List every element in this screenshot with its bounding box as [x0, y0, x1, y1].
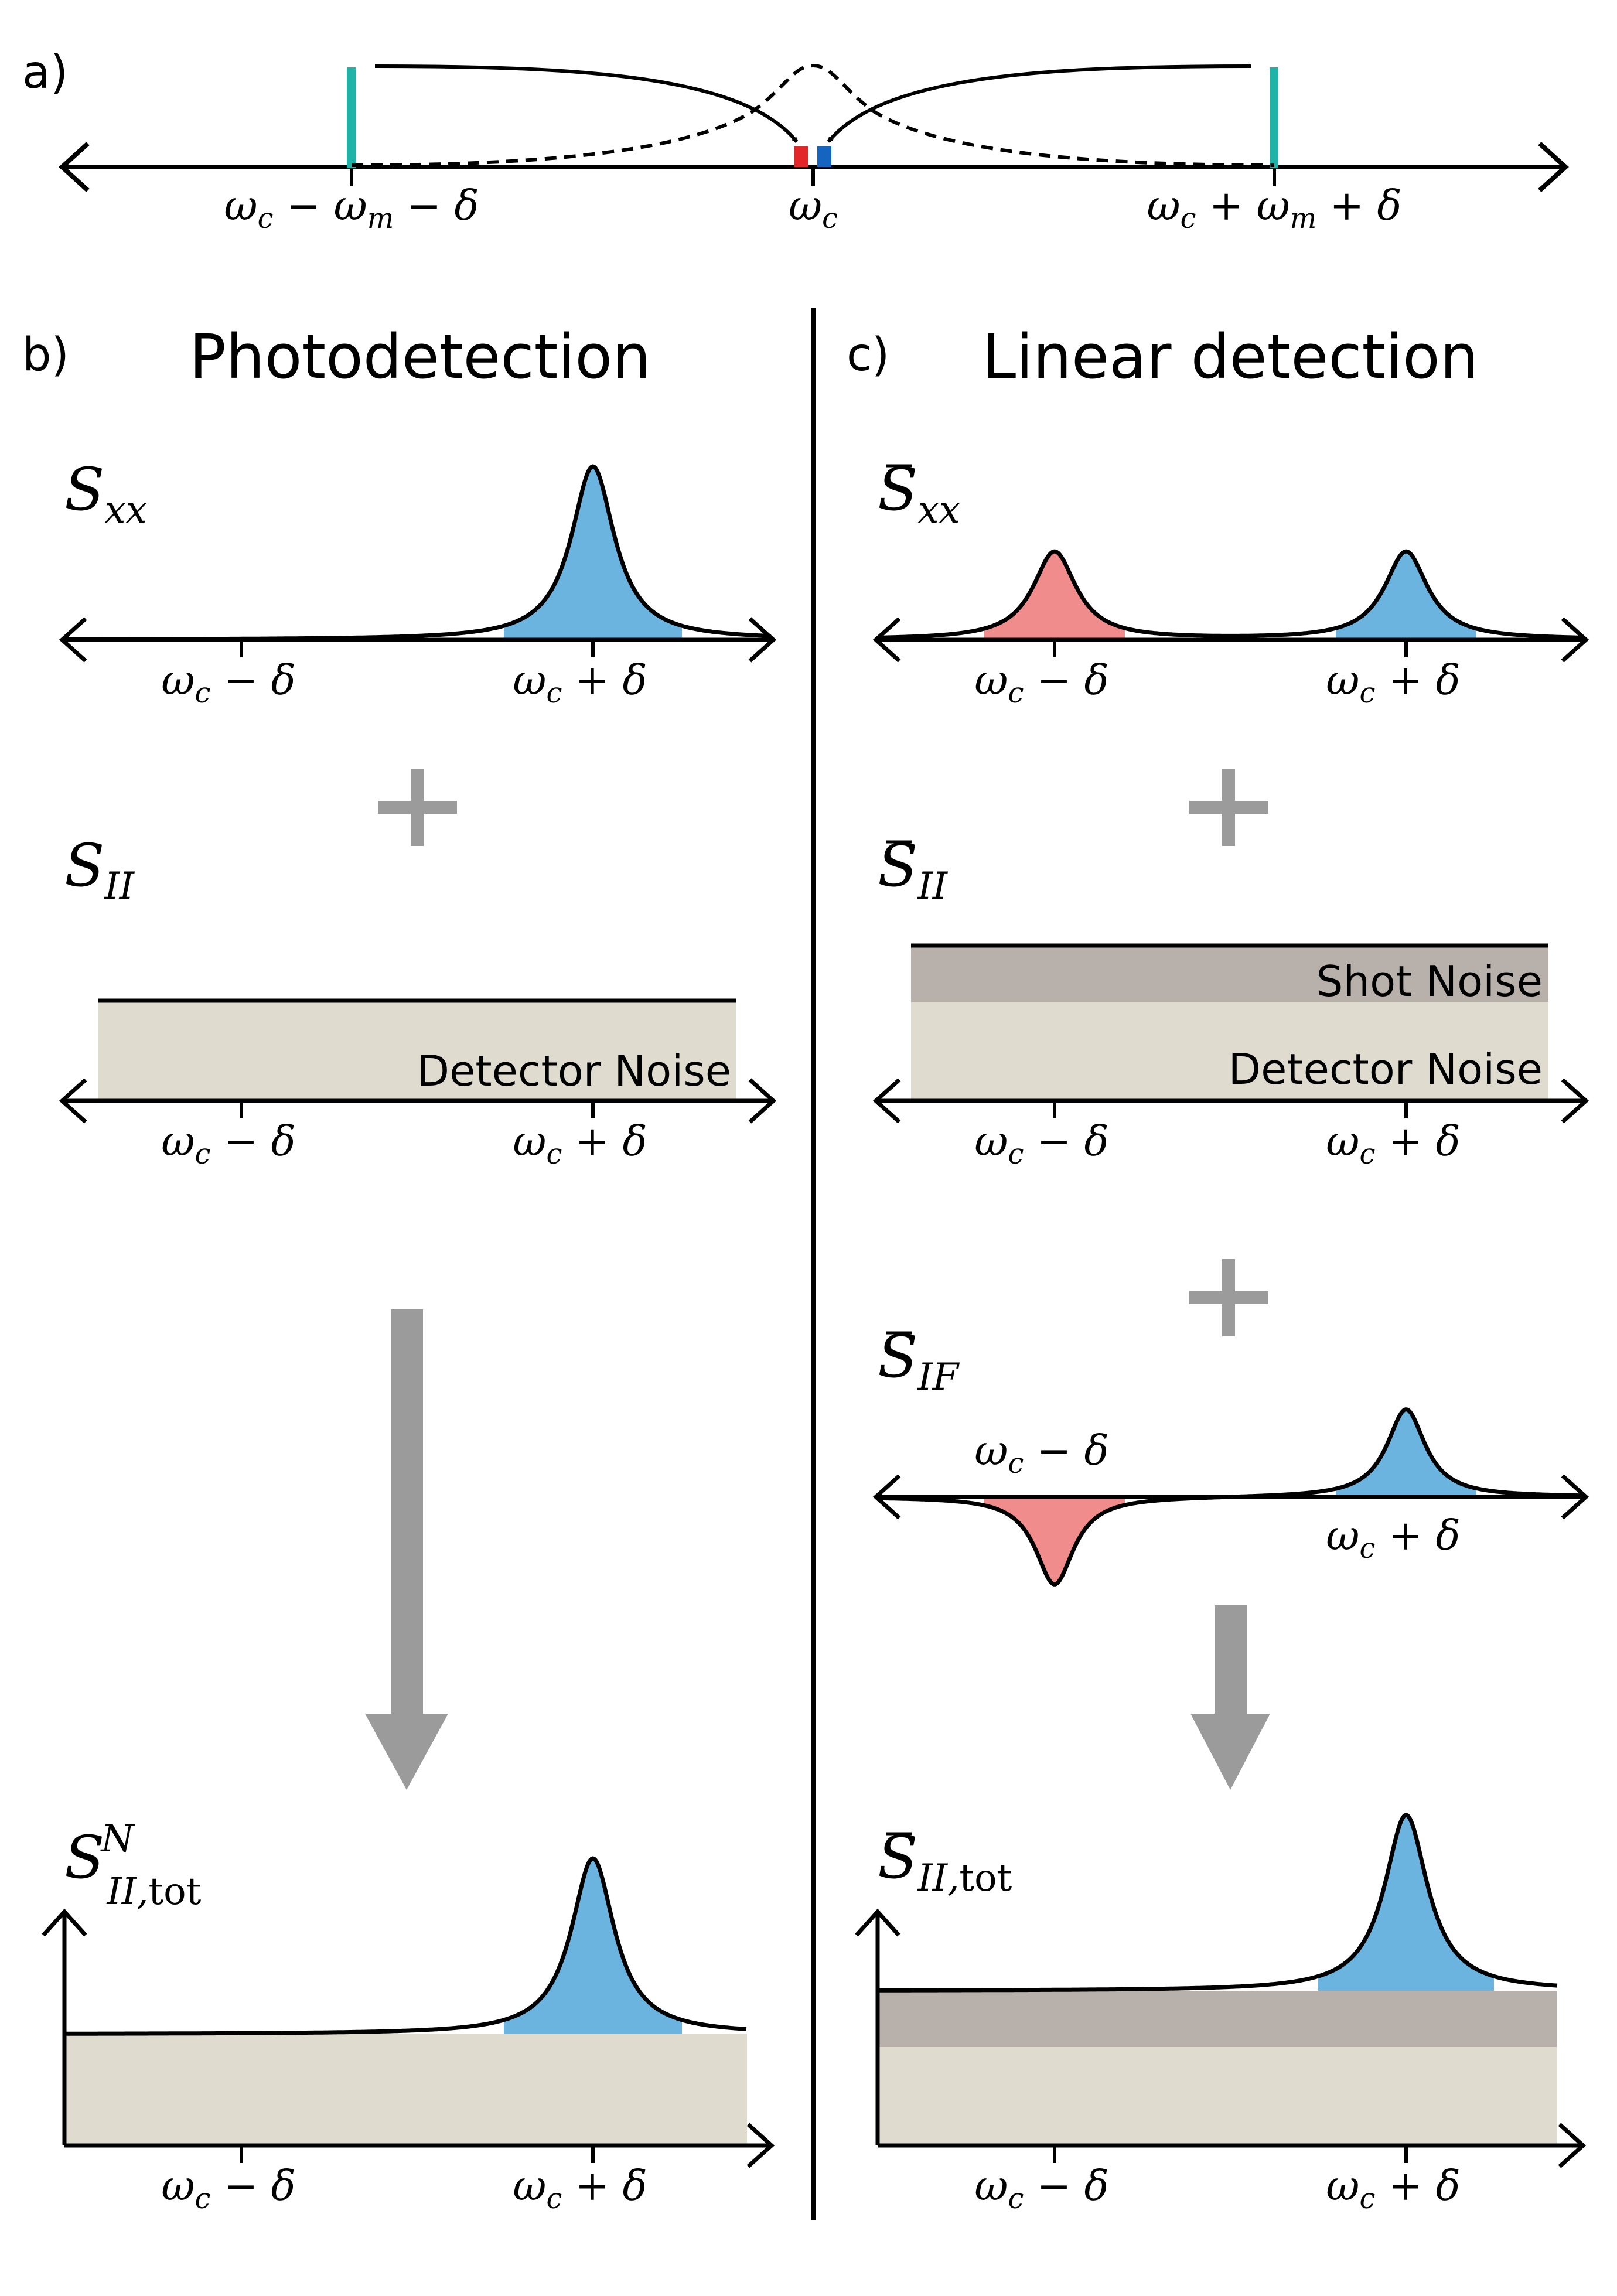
tot-axes [855, 1908, 1587, 2168]
sbar-if-blue-peak-fill [1336, 1409, 1476, 1497]
tick-label-plus: ωc + δ [1326, 1117, 1460, 1171]
sbar-xx-blue-peak-fill [1336, 551, 1476, 640]
tot-detector-noise-band [878, 2047, 1557, 2145]
sbar-ii-axis [872, 1078, 1589, 1124]
tick-label-minus: ωc − δ [161, 656, 295, 709]
detector-noise-band [98, 1001, 736, 1101]
panel-c-title: Linear detection [982, 321, 1478, 393]
label-sii: SII [64, 831, 135, 908]
red-sideband-bar [794, 146, 808, 167]
detector-noise-label: Detector Noise [1229, 1045, 1543, 1094]
lower-sideband-tone [347, 67, 356, 168]
detector-noise-band [911, 1002, 1548, 1101]
label-center: ωc [789, 182, 838, 235]
plus-sign [1189, 769, 1268, 846]
tot-axes [42, 1908, 775, 2168]
panel-c-letter: c) [847, 329, 889, 381]
panel-c: c) Linear detection Sxx ωc − δ ωc + δ SI… [847, 321, 1589, 2215]
blue-sideband-bar [817, 146, 831, 167]
tick-label-plus: ωc + δ [1326, 1512, 1460, 1565]
tick-label-plus: ωc + δ [513, 656, 647, 709]
sum-arrow [1190, 1605, 1270, 1790]
panel-b: b) Photodetection Sxx ωc − δ ωc + δ SII … [22, 321, 777, 2215]
shot-noise-band [911, 946, 1548, 1002]
sum-arrow [365, 1309, 448, 1790]
tick-label-minus: ωc − δ [161, 1117, 295, 1171]
axis-right-arrowhead [1538, 142, 1569, 192]
tick-label-minus: ωc − δ [974, 2162, 1108, 2215]
shot-noise-label: Shot Noise [1316, 957, 1543, 1006]
label-sbar-ii-tot: SII,tot [878, 1823, 1012, 1900]
panel-b-letter: b) [22, 329, 69, 381]
tick-label-minus: ωc − δ [974, 1117, 1108, 1171]
sxx-axis [59, 617, 777, 663]
panel-a: a) ωc − ωm − δ ωc ωc + ωm + δ [22, 46, 1569, 235]
scatter-arrow-left [374, 64, 799, 142]
sbar-if-red-dip-fill [984, 1497, 1125, 1585]
label-sxx: Sxx [64, 455, 147, 532]
sxx-curve [64, 464, 772, 642]
axis-left-arrowhead [59, 142, 90, 192]
sbar-xx-red-peak-fill [984, 551, 1125, 640]
tot-detector-noise-band [64, 2034, 747, 2145]
panel-a-letter: a) [22, 46, 68, 99]
sbar-xx-curve [878, 549, 1584, 640]
tot-curve [878, 1813, 1558, 1993]
sbar-xx-axis [872, 617, 1589, 663]
tick-label-minus: ωc − δ [974, 1427, 1108, 1480]
tick-label-plus: ωc + δ [1326, 656, 1460, 709]
tick-label-minus: ωc − δ [974, 656, 1108, 709]
plus-sign [1189, 1259, 1268, 1336]
panel-b-title: Photodetection [189, 321, 651, 393]
tot-curve [64, 1856, 747, 2036]
detector-noise-label: Detector Noise [417, 1046, 731, 1096]
label-lower-sideband: ωc − ωm − δ [224, 182, 479, 235]
tot-shot-noise-band [878, 1991, 1557, 2047]
plus-sign [378, 769, 457, 846]
sbar-if-axis [872, 1474, 1589, 1520]
tick-label-plus: ωc + δ [1326, 2162, 1460, 2215]
scatter-arrow-right [827, 64, 1251, 142]
upper-sideband-tone [1270, 67, 1278, 168]
tick-label-plus: ωc + δ [513, 2162, 647, 2215]
label-upper-sideband: ωc + ωm + δ [1147, 182, 1401, 235]
tick-label-minus: ωc − δ [161, 2162, 295, 2215]
tick-label-plus: ωc + δ [513, 1117, 647, 1171]
cavity-lineshape-dashed [351, 63, 1275, 167]
sii-axis [59, 1078, 777, 1124]
